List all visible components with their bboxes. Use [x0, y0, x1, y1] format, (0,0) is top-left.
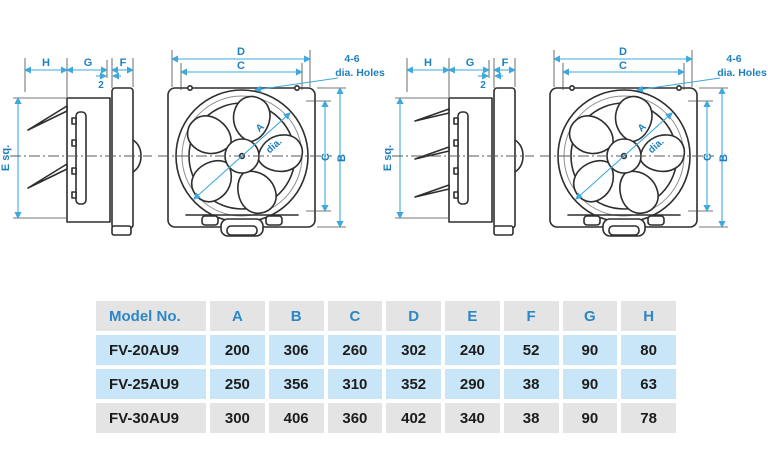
value-cell: 63	[621, 369, 676, 399]
holes-note-line2: dia. Holes	[335, 67, 385, 79]
value-cell: 306	[268, 335, 324, 365]
louver-slat	[27, 163, 68, 189]
value-cell: 290	[445, 369, 500, 399]
dim-label-2: 2	[98, 80, 104, 91]
header-c: C	[327, 301, 383, 331]
value-cell: 360	[327, 403, 383, 433]
louver-slat	[414, 108, 450, 122]
value-cell: 90	[562, 369, 618, 399]
dim-label-g: G	[84, 57, 93, 69]
header-model-no: Model No.	[96, 301, 206, 331]
header-g: G	[562, 301, 618, 331]
dim-label-c-side: C	[702, 153, 714, 161]
header-a: A	[210, 301, 265, 331]
value-cell: 340	[445, 403, 500, 433]
holes-note-line2: dia. Holes	[717, 67, 767, 79]
holes-note-line1: 4-6	[726, 53, 741, 65]
louver-slat	[414, 184, 450, 198]
spec-table: Model No. A B C D E F G H FV-20AU9 200 3…	[96, 301, 676, 433]
dim-label-h: H	[42, 57, 50, 69]
dim-label-d: D	[237, 46, 245, 58]
value-cell: 402	[386, 403, 441, 433]
value-cell: 90	[562, 403, 618, 433]
dimension-diagrams: H G F 2 E sq. D C C B A dia. 4-6 dia. Ho…	[0, 46, 767, 292]
louver-slat	[414, 146, 450, 160]
model-cell: FV-30AU9	[96, 403, 206, 433]
dim-label-c-top: C	[619, 60, 627, 72]
dim-label-f: F	[502, 57, 509, 69]
dim-label-c-side: C	[320, 153, 332, 161]
value-cell: 200	[210, 335, 265, 365]
header-d: D	[386, 301, 441, 331]
dim-label-b: B	[336, 154, 348, 162]
value-cell: 90	[562, 335, 618, 365]
dim-label-f: F	[120, 57, 127, 69]
model-cell: FV-25AU9	[96, 369, 206, 399]
dim-label-2: 2	[480, 80, 486, 91]
value-cell: 80	[621, 335, 676, 365]
value-cell: 240	[445, 335, 500, 365]
value-cell: 300	[210, 403, 265, 433]
dim-label-b: B	[718, 154, 730, 162]
value-cell: 38	[503, 369, 559, 399]
header-h: H	[621, 301, 676, 331]
value-cell: 250	[210, 369, 265, 399]
dim-label-g: G	[466, 57, 475, 69]
header-f: F	[503, 301, 559, 331]
dim-label-e-sq: E sq.	[382, 145, 394, 171]
drawing-right: H G F 2 E sq. D C C B A dia. 4-6 dia. Ho…	[382, 46, 767, 236]
value-cell: 52	[503, 335, 559, 365]
value-cell: 302	[386, 335, 441, 365]
model-cell: FV-20AU9	[96, 335, 206, 365]
dim-label-d: D	[619, 46, 627, 58]
header-e: E	[445, 301, 500, 331]
header-b: B	[268, 301, 324, 331]
dim-label-e-sq: E sq.	[0, 145, 12, 171]
dim-label-h: H	[424, 57, 432, 69]
value-cell: 352	[386, 369, 441, 399]
value-cell: 310	[327, 369, 383, 399]
value-cell: 260	[327, 335, 383, 365]
dim-label-c-top: C	[237, 60, 245, 72]
value-cell: 406	[268, 403, 324, 433]
value-cell: 78	[621, 403, 676, 433]
value-cell: 38	[503, 403, 559, 433]
drawing-left: H G F 2 E sq. D C C B A dia. 4-6 dia. Ho…	[0, 46, 385, 236]
holes-note-line1: 4-6	[344, 53, 359, 65]
louver-slat	[27, 105, 68, 131]
value-cell: 356	[268, 369, 324, 399]
